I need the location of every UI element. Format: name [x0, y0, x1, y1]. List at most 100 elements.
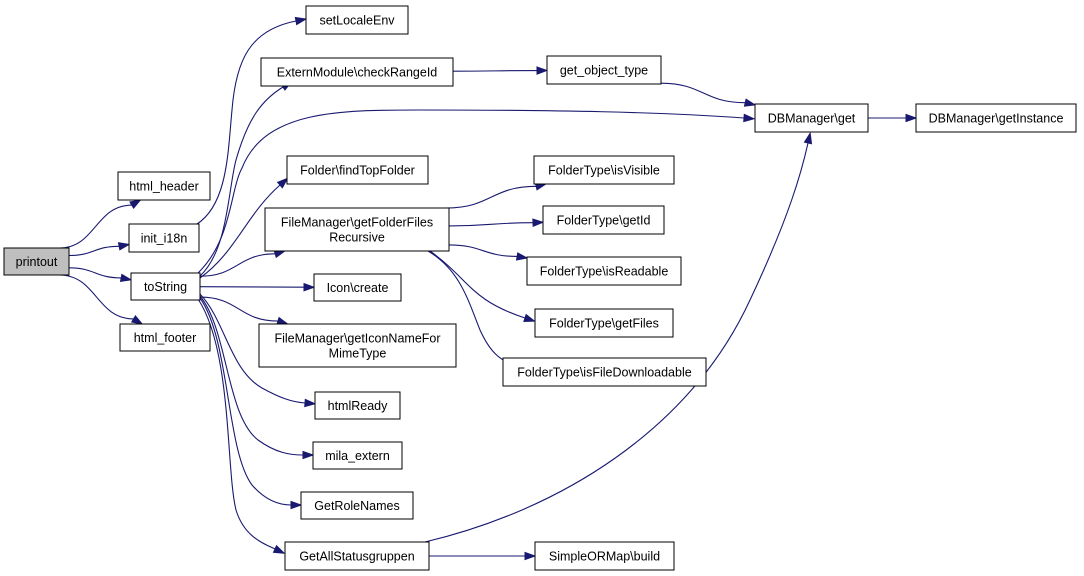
node-label: get_object_type — [560, 64, 648, 78]
edge-line — [196, 20, 297, 225]
edge-printout-to-html_header — [59, 199, 142, 249]
node-box — [313, 273, 402, 302]
arrowhead-icon — [129, 199, 142, 210]
edge-line — [199, 297, 292, 506]
node-box — [542, 205, 665, 235]
node-html_footer[interactable]: html_footer — [119, 323, 211, 352]
node-label: html_header — [129, 180, 199, 194]
node-label: init_i18n — [141, 232, 188, 246]
arrowhead-icon — [272, 544, 286, 554]
node-get_object_type[interactable]: get_object_type — [546, 55, 662, 85]
node-label: Icon\create — [327, 281, 389, 295]
node-isReadable[interactable]: FolderType\isReadable — [526, 256, 682, 286]
node-box — [754, 103, 869, 133]
edge-line — [199, 86, 284, 277]
arrowhead-icon — [294, 16, 308, 26]
edge-line — [59, 274, 134, 320]
node-box — [915, 103, 1077, 133]
node-box — [312, 441, 403, 470]
node-html_header[interactable]: html_header — [117, 171, 211, 201]
edge-line — [660, 82, 746, 104]
node-label: FolderType\getId — [557, 214, 651, 228]
node-label: FolderType\isFileDownloadable — [517, 366, 691, 380]
call-graph-nodes: printout html_header init_i18n toString html… — [3, 5, 1077, 571]
node-label: FolderType\isReadable — [540, 265, 669, 279]
node-iconCreate[interactable]: Icon\create — [313, 273, 402, 302]
node-dbGetInstance[interactable]: DBManager\getInstance — [915, 103, 1077, 133]
node-findTopFolder[interactable]: Folder\findTopFolder — [286, 155, 429, 185]
node-toString[interactable]: toString — [130, 272, 201, 301]
node-isFileDownloadable[interactable]: FolderType\isFileDownloadable — [502, 357, 707, 387]
node-box — [314, 391, 401, 420]
node-box — [128, 223, 200, 253]
node-init_i18n[interactable]: init_i18n — [128, 223, 200, 253]
edge-line — [197, 109, 745, 274]
node-box — [260, 57, 454, 87]
edge-line — [429, 250, 526, 319]
node-getId[interactable]: FolderType\getId — [542, 205, 665, 235]
node-box — [502, 357, 707, 387]
node-label: printout — [16, 255, 58, 269]
node-box — [534, 541, 675, 571]
arrowhead-icon — [803, 131, 813, 145]
node-label: MimeType — [329, 347, 387, 361]
node-box — [3, 247, 70, 276]
edge-GetAllStatusgruppen-to-sormBuild — [429, 551, 537, 561]
edge-line — [68, 267, 122, 279]
edge-line — [446, 185, 537, 209]
node-GetRoleNames[interactable]: GetRoleNames — [300, 491, 414, 520]
node-box — [258, 323, 457, 368]
node-label: Recursive — [329, 231, 385, 245]
arrowhead-icon — [524, 551, 537, 561]
node-setLocaleEnv[interactable]: setLocaleEnv — [305, 5, 409, 35]
node-label: html_footer — [134, 331, 197, 345]
edge-toString-to-GetAllStatusgruppen — [197, 298, 286, 554]
node-box — [286, 155, 429, 185]
node-label: ExternModule\checkRangeId — [277, 66, 438, 80]
edge-line — [452, 69, 538, 72]
edge-line — [197, 298, 276, 550]
node-label: setLocaleEnv — [319, 14, 395, 28]
node-htmlReady[interactable]: htmlReady — [314, 391, 401, 420]
edge-line — [199, 184, 281, 279]
node-label: DBManager\getInstance — [929, 112, 1064, 126]
edge-init_i18n-to-setLocaleEnv — [196, 16, 308, 225]
arrowhead-icon — [119, 273, 133, 283]
node-box — [534, 308, 674, 338]
node-dbGet[interactable]: DBManager\get — [754, 103, 869, 133]
edge-dbGet-to-dbGetInstance — [868, 113, 918, 123]
edge-toString-to-htmlReady — [199, 293, 317, 408]
node-label: FolderType\getFiles — [549, 317, 659, 331]
node-label: FileManager\getFolderFiles — [281, 216, 433, 230]
edge-checkRangeId-to-get_object_type — [452, 66, 549, 75]
edge-getFolderFilesRecursive-to-isReadable — [448, 244, 529, 261]
node-box — [300, 491, 414, 520]
edge-line — [424, 142, 809, 543]
node-mila_extern[interactable]: mila_extern — [312, 441, 403, 470]
node-label: SimpleORMap\build — [549, 550, 660, 564]
node-box — [117, 171, 211, 201]
arrowhead-icon — [304, 398, 317, 408]
edge-line — [68, 245, 120, 257]
edge-getFolderFilesRecursive-to-isVisible — [446, 182, 548, 209]
node-checkRangeId[interactable]: ExternModule\checkRangeId — [260, 57, 454, 87]
node-printout[interactable]: printout — [3, 247, 70, 276]
arrowhead-icon — [905, 113, 918, 123]
edge-line — [199, 296, 278, 322]
node-sormBuild[interactable]: SimpleORMap\build — [534, 541, 675, 571]
arrowhead-icon — [532, 218, 545, 228]
node-GetAllStatusgruppen[interactable]: GetAllStatusgruppen — [284, 541, 430, 571]
node-getFiles[interactable]: FolderType\getFiles — [534, 308, 674, 338]
node-box — [546, 55, 662, 85]
node-isVisible[interactable]: FolderType\isVisible — [533, 155, 675, 185]
arrowhead-icon — [743, 98, 757, 107]
node-label: mila_extern — [325, 449, 390, 463]
edge-line — [199, 293, 306, 404]
node-label: GetRoleNames — [314, 499, 399, 513]
edge-getFolderFilesRecursive-to-getFiles — [429, 250, 536, 322]
arrowhead-icon — [523, 313, 536, 322]
node-label: toString — [144, 280, 187, 294]
arrowhead-icon — [290, 500, 303, 510]
